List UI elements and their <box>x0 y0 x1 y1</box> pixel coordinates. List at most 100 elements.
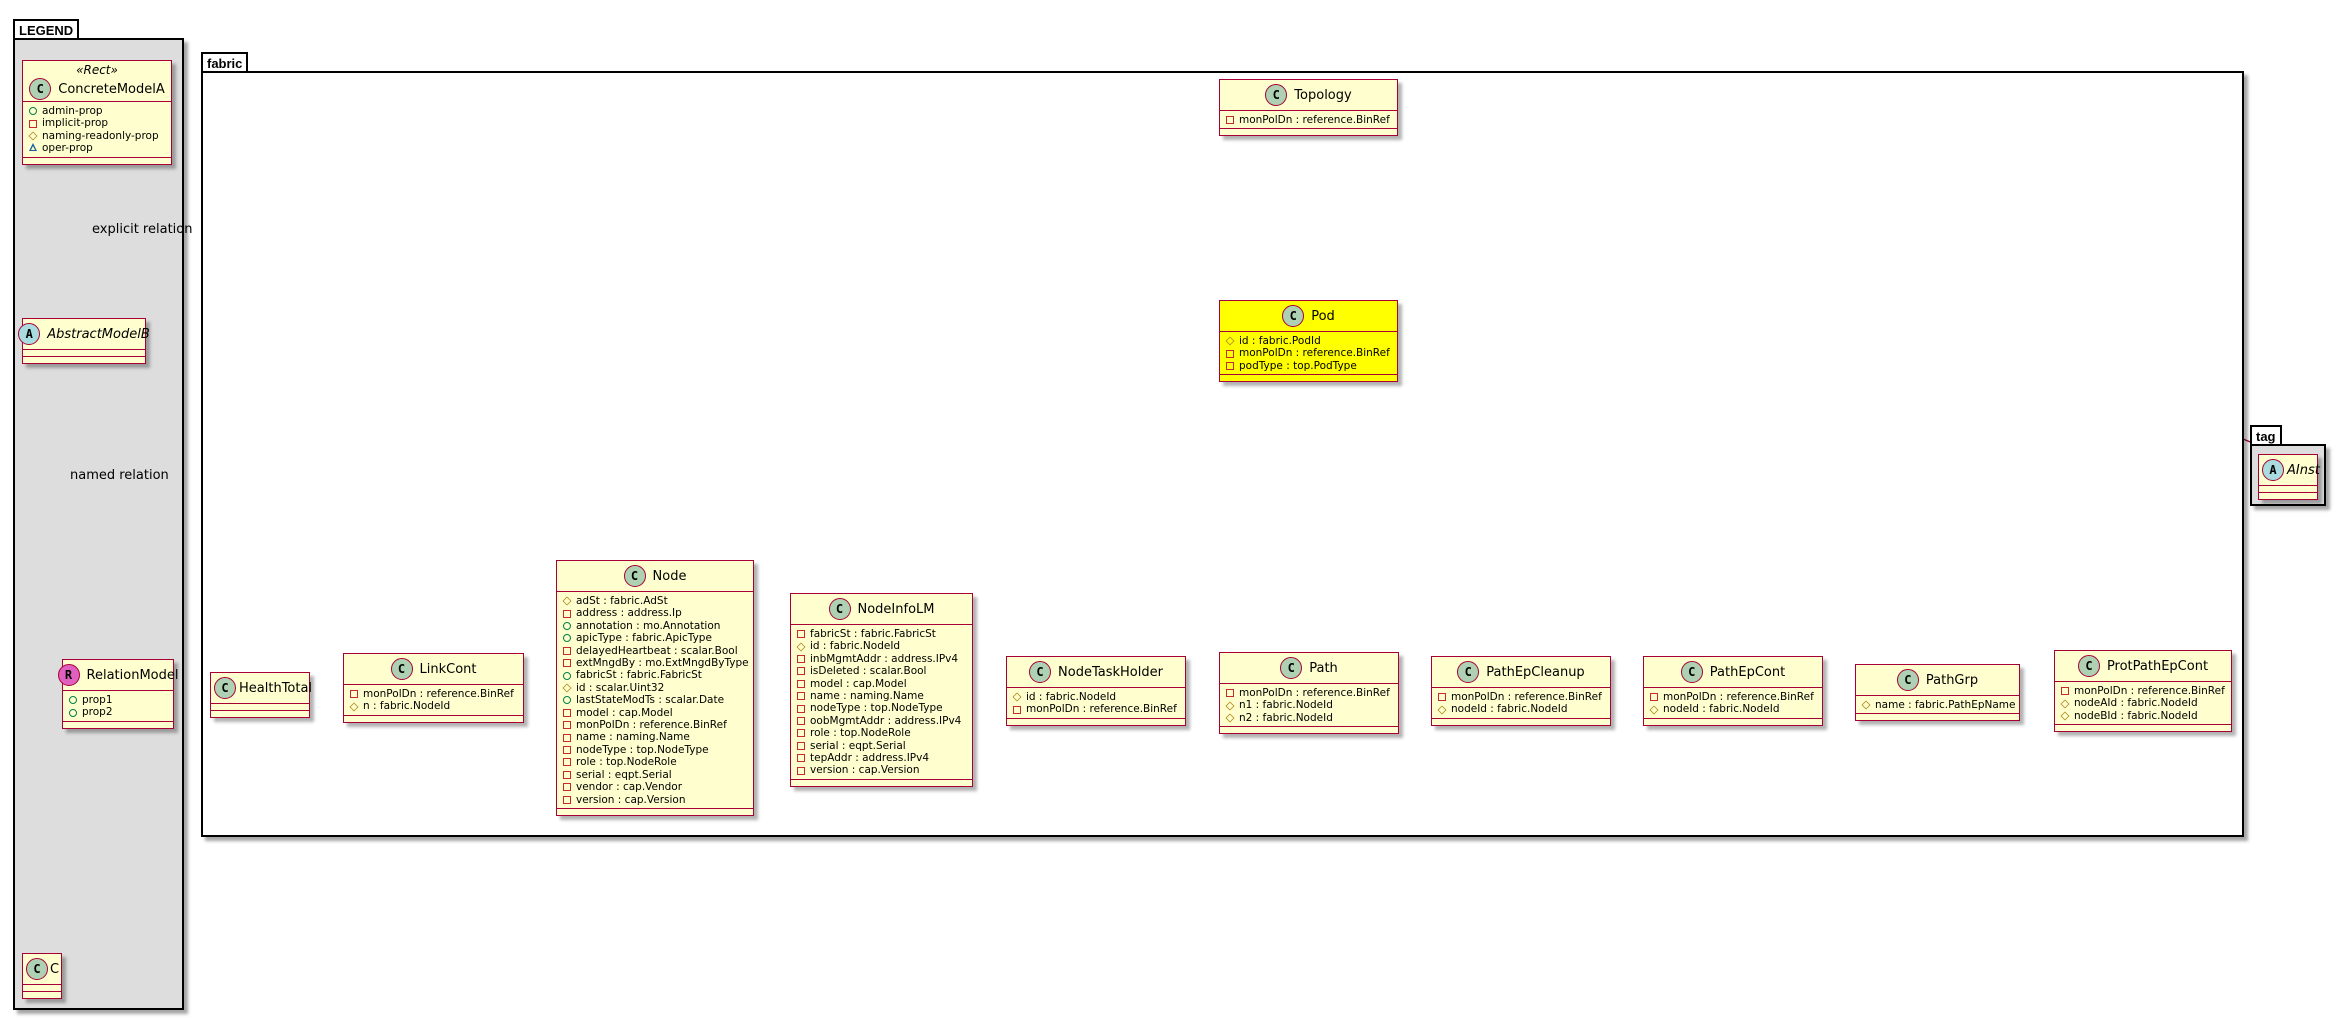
methods-section <box>2055 724 2231 731</box>
attribute-row: name : fabric.PathEpName <box>1861 699 2015 711</box>
protected-visibility-icon <box>1225 336 1235 346</box>
attribute-text: nodeId : fabric.NodeId <box>1663 703 1780 716</box>
attribute-text: monPolDn : reference.BinRef <box>1239 347 1390 360</box>
attribute-row: monPolDn : reference.BinRef <box>1013 703 1179 715</box>
protected-visibility-icon <box>562 683 572 693</box>
private-visibility-icon <box>797 692 805 701</box>
attributes-section: monPolDn : reference.BinRef nodeId : fab… <box>1644 687 1822 718</box>
private-visibility-icon <box>1226 689 1234 698</box>
tag-package-title: tag <box>2256 429 2276 444</box>
private-visibility-icon <box>563 609 571 618</box>
class-c-icon: C <box>1896 669 1919 691</box>
protected-visibility-icon <box>562 596 572 606</box>
public-visibility-icon <box>563 634 571 643</box>
class-name: HealthTotal <box>239 680 313 696</box>
protected-visibility-icon <box>2060 711 2070 721</box>
class-name: Node <box>652 568 687 584</box>
methods-section <box>211 710 309 717</box>
legend-package-title: LEGEND <box>19 23 74 38</box>
attribute-text: nodeType : top.NodeType <box>810 702 943 715</box>
attribute-row: nodeId : fabric.NodeId <box>1649 703 1816 716</box>
attribute-text: annotation : mo.Annotation <box>576 619 721 632</box>
class-concrete-model-a[interactable]: «Rect» C ConcreteModelA admin-prop impli… <box>22 60 172 165</box>
class-health-total[interactable]: C HealthTotal <box>210 672 313 718</box>
legend-package-tab: LEGEND <box>13 19 80 39</box>
class-c-icon: C <box>1457 661 1480 683</box>
attribute-row: id : fabric.NodeId <box>796 640 966 652</box>
class-path-ep-cont[interactable]: C PathEpCont monPolDn : reference.BinRef… <box>1643 656 1823 726</box>
class-header: C HealthTotal <box>211 673 313 703</box>
methods-section <box>344 714 523 722</box>
private-visibility-icon <box>563 721 571 730</box>
protected-visibility-icon <box>28 131 38 141</box>
attribute-text: monPolDn : reference.BinRef <box>1026 703 1177 716</box>
class-header: C LinkCont <box>344 654 523 684</box>
attributes-section: id : fabric.NodeId monPolDn : reference.… <box>1007 687 1185 718</box>
relation-r-icon: R <box>57 664 80 686</box>
class-c-icon: C <box>1680 661 1703 683</box>
attribute-text: oper-prop <box>42 142 93 155</box>
methods-section <box>1856 713 2019 720</box>
protected-visibility-icon <box>1649 705 1659 715</box>
class-name: LinkCont <box>419 661 477 677</box>
attribute-row: version : cap.Version <box>563 794 747 806</box>
attribute-text: monPolDn : reference.BinRef <box>1451 691 1602 703</box>
attribute-text: podType : top.PodType <box>1239 359 1357 372</box>
attribute-row: implicit-prop <box>29 117 165 129</box>
class-node-info-lm[interactable]: C NodeInfoLM fabricSt : fabric.FabricSt … <box>790 593 973 787</box>
private-visibility-icon <box>1226 362 1234 371</box>
attribute-text: id : scalar.Uint32 <box>576 681 665 694</box>
class-header: A AbstractModelB <box>18 319 150 349</box>
private-visibility-icon <box>1013 705 1021 714</box>
methods-section <box>1220 374 1397 381</box>
attribute-text: monPolDn : reference.BinRef <box>363 688 514 700</box>
private-visibility-icon <box>1226 349 1234 358</box>
attribute-text: monPolDn : reference.BinRef <box>1663 691 1814 703</box>
class-node[interactable]: C Node adSt : fabric.AdSt address : addr… <box>556 560 754 816</box>
attribute-row: n2 : fabric.NodeId <box>1225 712 1392 724</box>
class-header: C Topology <box>1220 80 1397 110</box>
fabric-package-tab: fabric <box>201 52 249 72</box>
attributes-section: fabricSt : fabric.FabricSt id : fabric.N… <box>791 624 972 779</box>
class-relation-model[interactable]: R RelationModel prop1 prop2 <box>57 659 178 729</box>
class-c-icon: C <box>1029 661 1052 683</box>
private-visibility-icon <box>797 729 805 738</box>
attribute-row: role : top.NodeRole <box>797 727 966 739</box>
attribute-row: lastStateModTs : scalar.Date <box>563 694 747 706</box>
private-visibility-icon <box>797 630 805 639</box>
attribute-row: address : address.Ip <box>563 607 747 619</box>
package-visibility-icon <box>29 143 37 152</box>
public-visibility-icon <box>563 696 571 705</box>
tag-package-tab: tag <box>2250 425 2282 445</box>
private-visibility-icon <box>797 741 805 750</box>
methods-section <box>1220 128 1397 135</box>
class-link-cont[interactable]: C LinkCont monPolDn : reference.BinRef n… <box>343 653 524 723</box>
class-path-grp[interactable]: C PathGrp name : fabric.PathEpName <box>1855 664 2020 722</box>
attribute-row: fabricSt : fabric.FabricSt <box>563 669 747 681</box>
class-prot-path-ep-cont[interactable]: C ProtPathEpCont monPolDn : reference.Bi… <box>2054 650 2232 733</box>
class-name: Path <box>1309 660 1338 676</box>
attribute-row: model : cap.Model <box>563 707 747 719</box>
class-c[interactable]: C C <box>22 953 62 999</box>
class-path-ep-cleanup[interactable]: C PathEpCleanup monPolDn : reference.Bin… <box>1431 656 1611 726</box>
class-topology[interactable]: C Topology monPolDn : reference.BinRef <box>1219 79 1398 137</box>
private-visibility-icon <box>797 704 805 713</box>
attribute-row: annotation : mo.Annotation <box>563 620 747 632</box>
attribute-row: nodeType : top.NodeType <box>797 702 966 714</box>
attribute-row: monPolDn : reference.BinRef <box>1438 691 1604 703</box>
concrete-stereotype: «Rect» <box>76 63 118 77</box>
class-pod[interactable]: C Pod id : fabric.PodId monPolDn : refer… <box>1219 300 1398 383</box>
class-abstract-model-b[interactable]: A AbstractModelB <box>18 318 150 364</box>
class-path[interactable]: C Path monPolDn : reference.BinRef n1 : … <box>1219 652 1399 735</box>
attribute-row: id : fabric.PodId <box>1225 335 1391 347</box>
class-name: ConcreteModelA <box>58 81 165 97</box>
class-c-icon: C <box>26 958 48 980</box>
attribute-text: n : fabric.NodeId <box>363 700 451 713</box>
methods-section <box>23 356 145 363</box>
class-node-task-holder[interactable]: C NodeTaskHolder id : fabric.NodeId monP… <box>1006 656 1186 726</box>
attribute-row: monPolDn : reference.BinRef <box>1226 687 1392 699</box>
attribute-row: nodeType : top.NodeType <box>563 744 747 756</box>
attribute-row: id : fabric.NodeId <box>1012 691 1179 703</box>
class-ainst[interactable]: A AInst <box>2258 454 2320 500</box>
attribute-row: oper-prop <box>29 142 165 154</box>
